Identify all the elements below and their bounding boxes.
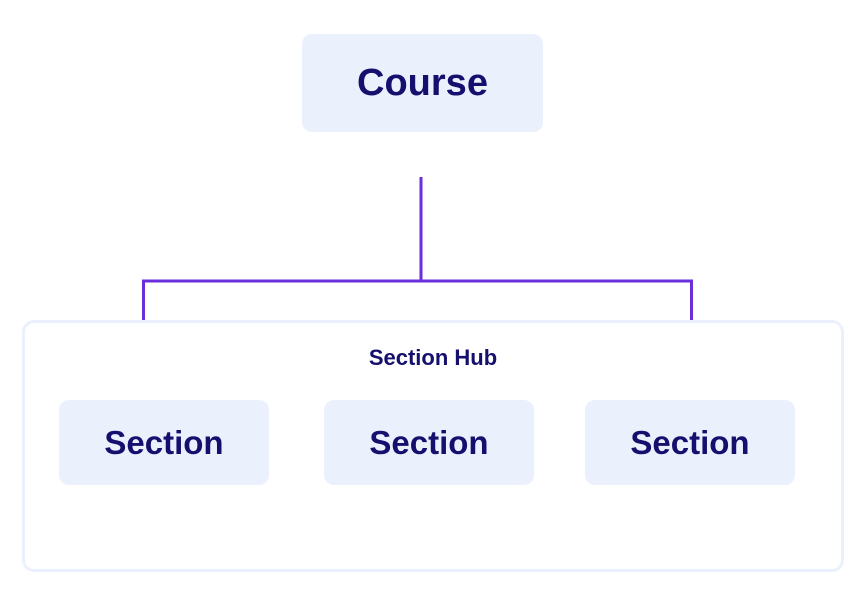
section-node-label: Section [104, 423, 224, 461]
section-node-label: Section [630, 423, 750, 461]
section-hub-title: Section Hub [368, 345, 498, 370]
section-node-label: Section [369, 423, 489, 461]
course-node-label: Course [357, 61, 488, 104]
section-node: Section [585, 400, 795, 485]
course-node: Course [302, 34, 543, 132]
section-node: Section [59, 400, 269, 485]
section-node: Section [324, 400, 534, 485]
